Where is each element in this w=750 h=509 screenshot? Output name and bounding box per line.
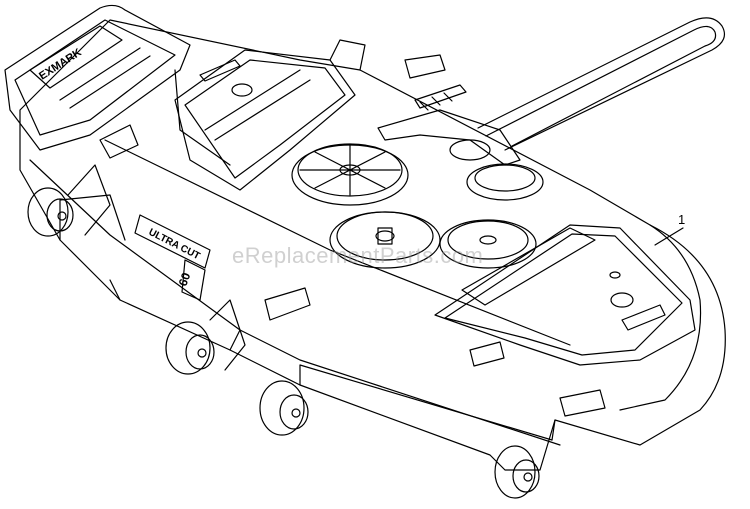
left-spindle-pulley: [291, 143, 409, 206]
deck-decals: [134, 214, 606, 417]
deck-shell: [19, 19, 726, 471]
center-spindle-pulley: [329, 211, 441, 269]
front-housing: [4, 4, 231, 166]
wheel-mid-left: [165, 299, 246, 375]
callout-leader-line: [654, 227, 684, 246]
idler-pulleys: [449, 139, 544, 201]
right-spindle-pulley: [439, 219, 537, 269]
deck-size-label: 60: [176, 270, 194, 288]
idler-arm: [377, 54, 521, 166]
left-belt-cover: [174, 39, 366, 191]
brand-logo: EXMARK: [37, 46, 84, 82]
right-belt-cover: [434, 224, 696, 366]
wheel-front-left: [27, 164, 111, 237]
wheel-rear-left: [259, 380, 309, 436]
watermark-text: eReplacementParts.com: [232, 243, 484, 268]
belt-loop: [477, 17, 725, 151]
callout-number: 1: [678, 212, 686, 227]
wheel-rear-right: [494, 445, 540, 499]
